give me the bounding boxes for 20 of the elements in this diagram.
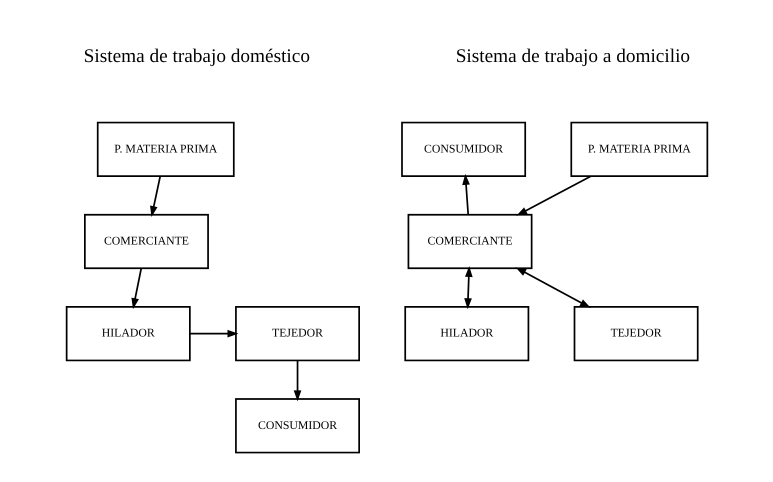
label: Sistema de trabajo a domicilio	[455, 45, 690, 66]
arrow	[150, 176, 160, 216]
arrow	[516, 174, 591, 216]
node-box: TEJEDOR	[234, 306, 360, 361]
node-box: TEJEDOR	[573, 306, 698, 361]
arrow	[190, 329, 238, 337]
node-box: COMERCIANTE	[407, 213, 532, 269]
node-box: HILADOR	[404, 306, 529, 361]
node-box: P. MATERIA PRIMA	[570, 121, 708, 176]
arrow	[514, 266, 590, 308]
node-box: CONSUMIDOR	[400, 121, 526, 176]
node-box: P. MATERIA PRIMA	[96, 121, 234, 176]
node-box: CONSUMIDOR	[234, 398, 360, 453]
arrow	[464, 266, 472, 309]
node-box: COMERCIANTE	[84, 213, 208, 269]
label: Sistema de trabajo doméstico	[83, 45, 310, 66]
arrow	[130, 268, 142, 309]
node-box: HILADOR	[65, 306, 190, 361]
arrow	[293, 360, 301, 401]
arrow	[462, 173, 470, 214]
